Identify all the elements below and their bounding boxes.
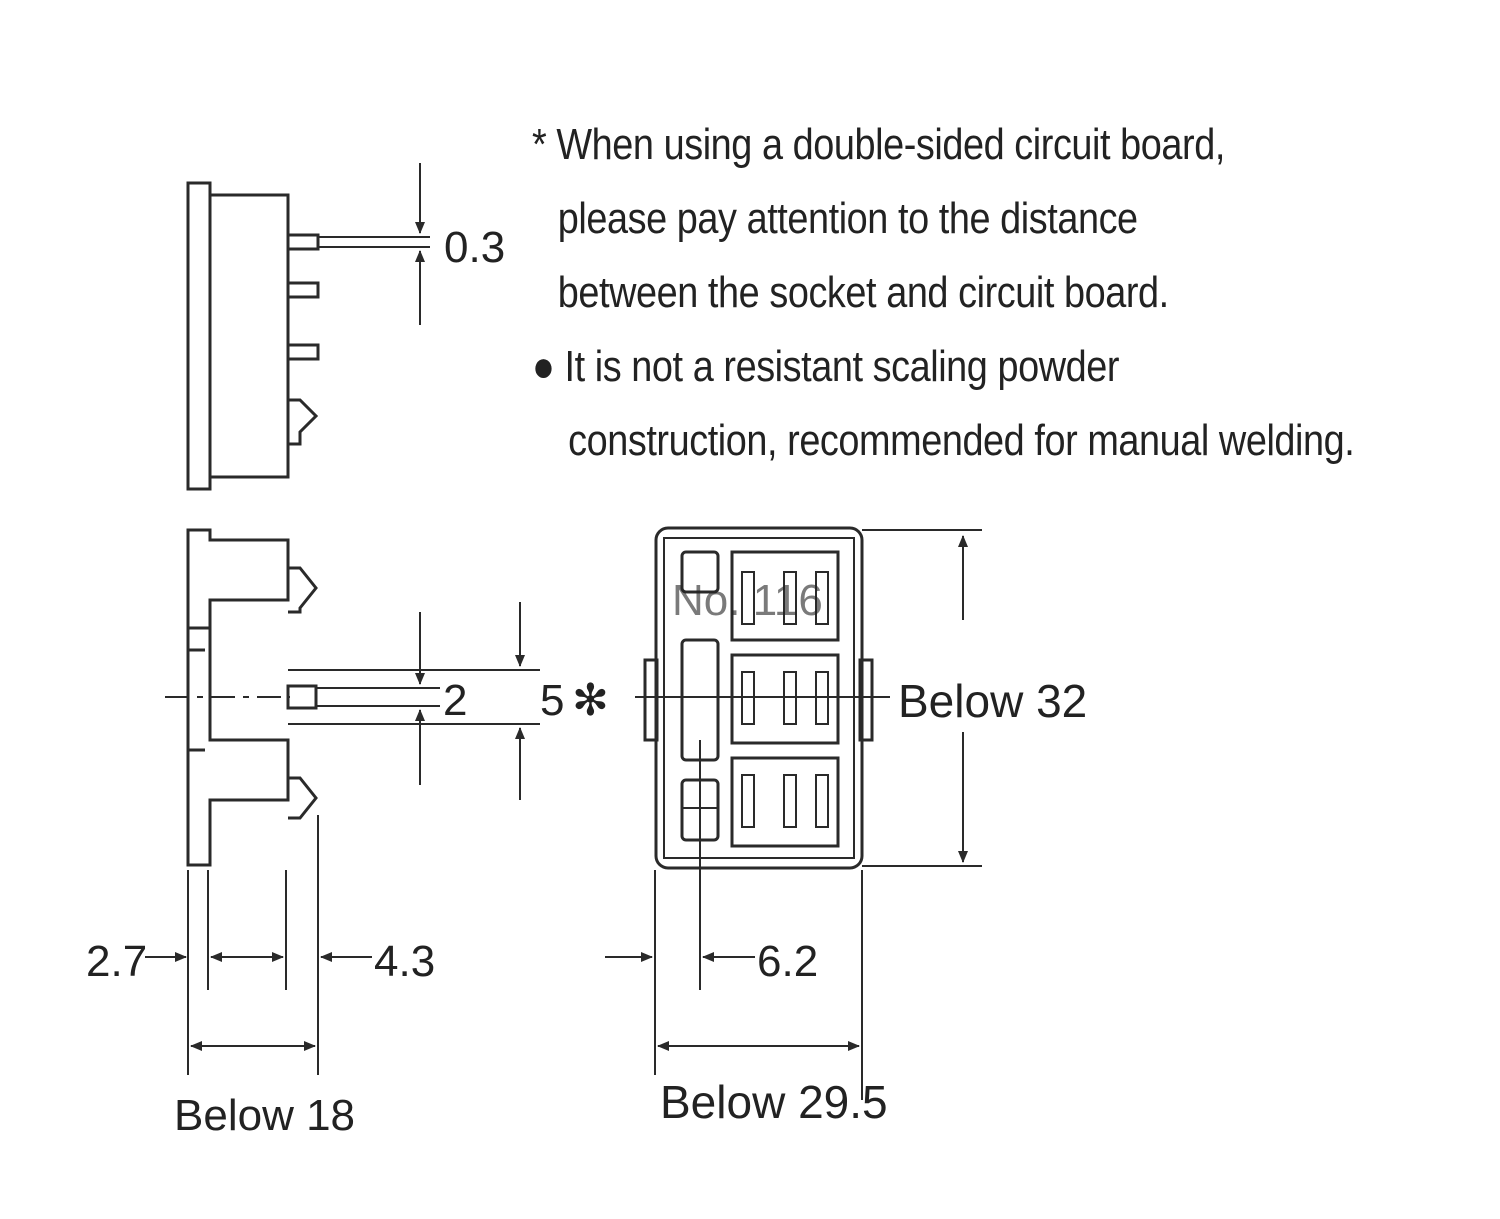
dim-pin-span-mark: ✻	[572, 676, 609, 725]
note-line-3: between the socket and circuit board.	[557, 268, 1169, 317]
dim-pin-span-label: 5	[540, 676, 564, 725]
dim-depth-label: Below 18	[174, 1091, 355, 1140]
bottom-side-view	[145, 528, 540, 1075]
top-side-view	[186, 163, 430, 491]
watermark-text: No. 116	[672, 576, 823, 625]
dim-width-label: Below 29.5	[660, 1076, 888, 1128]
note-line-5: construction, recommended for manual wel…	[568, 416, 1355, 465]
note-line-4: ● It is not a resistant scaling powder	[532, 342, 1120, 391]
note-line-2: please pay attention to the distance	[557, 194, 1138, 243]
usage-notes: * When using a double-sided circuit boar…	[532, 108, 1355, 478]
dim-pin-pitch-label: 6.2	[757, 937, 818, 986]
dim-height-label: Below 32	[898, 675, 1087, 727]
dim-pin-offset-label: 4.3	[374, 937, 435, 986]
note-line-1: * When using a double-sided circuit boar…	[532, 120, 1225, 169]
front-view	[605, 526, 982, 1100]
dim-gap-label: 0.3	[444, 223, 505, 272]
dim-left-offset-label: 2.7	[86, 937, 147, 986]
dim-pin-width-label: 2	[443, 676, 467, 725]
